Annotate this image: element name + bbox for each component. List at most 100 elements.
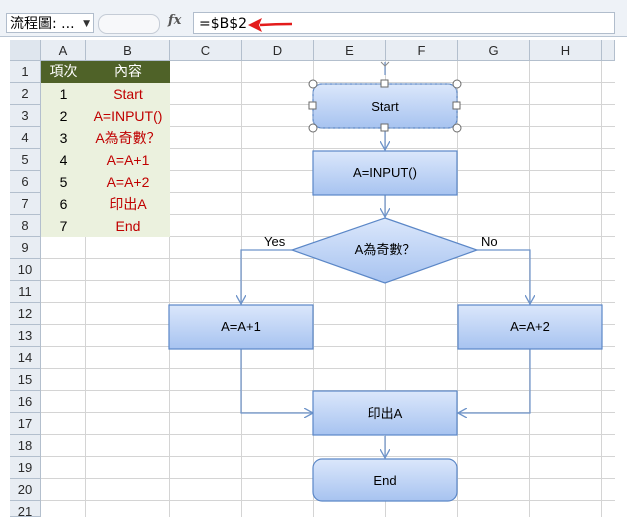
row-header-13[interactable]: 13 [10,325,41,347]
row-header-12[interactable]: 12 [10,303,41,325]
chevron-down-icon[interactable]: ▼ [83,19,90,29]
row-header-9[interactable]: 9 [10,237,41,259]
row-header-14[interactable]: 14 [10,347,41,369]
input-process-label: A=INPUT() [353,165,417,180]
column-header-f[interactable]: F [386,40,458,61]
column-header-e[interactable]: E [314,40,386,61]
table-header-index[interactable]: 項次 [41,61,86,83]
resize-handle[interactable] [452,123,462,133]
cell-content[interactable]: Start [113,86,143,102]
row-header-20[interactable]: 20 [10,479,41,501]
column-header-h[interactable]: H [530,40,602,61]
decision-shape[interactable]: A為奇數？ [290,217,479,284]
row-header-4[interactable]: 4 [10,127,41,149]
column-header-c[interactable]: C [170,40,242,61]
sheet-bottom-edge [10,517,615,525]
cell-index[interactable]: 1 [59,86,68,102]
cell-content[interactable]: A=INPUT() [93,108,163,124]
name-box[interactable]: 流程圖: ... ▼ [6,13,94,33]
gridline [385,61,386,517]
column-header-a[interactable]: A [41,40,86,61]
cell-content[interactable]: A=A+2 [106,174,150,190]
cell-content[interactable]: 印出A [109,196,147,212]
row-header-2[interactable]: 2 [10,83,41,105]
row-header-6[interactable]: 6 [10,171,41,193]
gridline [41,456,615,457]
cell-index[interactable]: 7 [59,218,68,234]
connector-yes [241,249,292,303]
left-process-shape[interactable]: A=A+1 [168,304,314,350]
row-header-8[interactable]: 8 [10,215,41,237]
red-arrow-icon [248,18,293,32]
cell-content[interactable]: A=A+1 [106,152,150,168]
resize-handle[interactable] [452,79,462,89]
gridline [41,148,615,149]
connector-right-print [459,349,531,413]
gridline [41,302,615,303]
row-header-7[interactable]: 7 [10,193,41,215]
column-header-d[interactable]: D [242,40,314,61]
gridline [41,324,615,325]
gridline [41,82,615,83]
formula-bar-resize-handle[interactable] [98,14,160,34]
right-process-shape[interactable]: A=A+2 [457,304,603,350]
formula-input[interactable]: =$B$2 [193,12,615,34]
gridline [169,61,170,517]
formula-bar: 流程圖: ... ▼ fx =$B$2 [0,0,627,37]
row-header-21[interactable]: 21 [10,501,41,519]
gridline [313,61,314,517]
gridline [85,61,86,517]
cell-index[interactable]: 5 [59,174,68,190]
print-process-label: 印出A [368,406,403,421]
cell-index[interactable]: 2 [59,108,68,124]
formula-text: =$B$2 [199,16,248,32]
row-header-18[interactable]: 18 [10,435,41,457]
column-header-b[interactable]: B [86,40,170,61]
gridline [41,368,615,369]
resize-handle[interactable] [308,123,318,133]
row-header-16[interactable]: 16 [10,391,41,413]
yes-label: Yes [264,234,286,249]
no-label: No [481,234,498,249]
row-header-3[interactable]: 3 [10,105,41,127]
gridline [41,346,615,347]
column-header-partial [602,40,615,61]
decision-label: A為奇數？ [355,242,416,257]
gridline [41,280,615,281]
table-header-content[interactable]: 內容 [86,61,170,83]
formula-controls: fx [98,12,190,34]
name-box-value: 流程圖: ... [10,16,75,32]
gridline [457,61,458,517]
print-process-shape[interactable]: 印出A [312,390,458,436]
end-shape[interactable]: End [312,458,458,502]
gridline [41,214,615,215]
row-header-11[interactable]: 11 [10,281,41,303]
resize-handle[interactable] [308,79,318,89]
cell-index[interactable]: 4 [59,152,68,168]
start-shape[interactable]: Start [312,83,458,129]
cell-index[interactable]: 6 [59,196,68,212]
connector-no [477,249,530,303]
column-header-g[interactable]: G [458,40,530,61]
input-process-shape[interactable]: A=INPUT() [312,150,458,196]
resize-handle[interactable] [308,101,317,110]
row-header-19[interactable]: 19 [10,457,41,479]
resize-handle[interactable] [380,79,389,88]
cell-content[interactable]: End [115,218,141,234]
end-label: End [373,473,396,488]
row-header-17[interactable]: 17 [10,413,41,435]
gridline [41,236,615,237]
resize-handle[interactable] [380,123,389,132]
row-header-1[interactable]: 1 [10,61,41,83]
table-body-fill [41,83,170,237]
rotate-handle[interactable] [380,61,390,67]
cell-content[interactable]: A為奇數？ [95,130,161,146]
selection-handles[interactable] [308,79,462,133]
row-header-10[interactable]: 10 [10,259,41,281]
insert-function-icon[interactable]: fx [168,13,182,28]
row-header-5[interactable]: 5 [10,149,41,171]
select-all-corner[interactable] [10,40,41,61]
cell-index[interactable]: 3 [59,130,68,146]
resize-handle[interactable] [452,101,461,110]
row-header-15[interactable]: 15 [10,369,41,391]
